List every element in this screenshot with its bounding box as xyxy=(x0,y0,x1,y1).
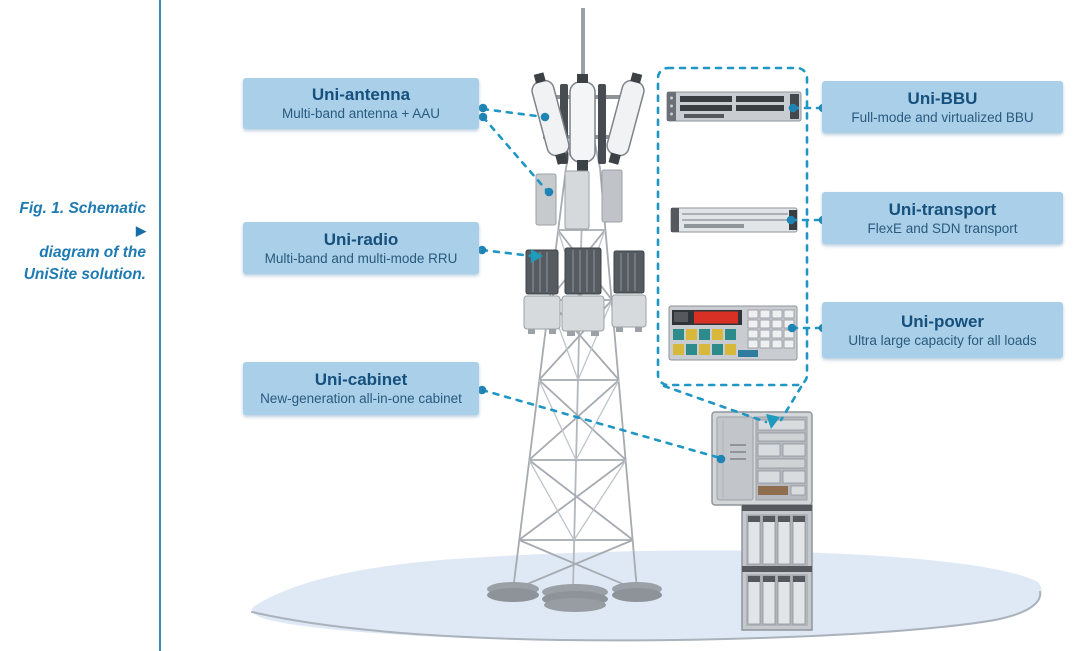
triangle-right-icon: ▶ xyxy=(136,223,146,238)
transport-unit xyxy=(670,207,798,233)
callout-subtitle: Multi-band and multi-mode RRU xyxy=(264,250,458,266)
callout-title: Uni-radio xyxy=(323,229,399,249)
figure-caption: Fig. 1. Schematic ▶ diagram of the UniSi… xyxy=(8,198,146,286)
tower-aau-panels xyxy=(535,169,623,230)
callout-title: Uni-transport xyxy=(888,199,997,219)
callout-uni-transport: Uni-transport FlexE and SDN transport xyxy=(822,192,1063,244)
callout-uni-antenna: Uni-antenna Multi-band antenna + AAU xyxy=(243,78,479,129)
callout-uni-radio: Uni-radio Multi-band and multi-mode RRU xyxy=(243,222,479,274)
antenna-cluster xyxy=(531,72,645,171)
callout-title: Uni-BBU xyxy=(907,88,978,108)
cabinet xyxy=(711,411,813,506)
callout-uni-cabinet: Uni-cabinet New-generation all-in-one ca… xyxy=(243,362,479,415)
callout-subtitle: Ultra large capacity for all loads xyxy=(848,332,1037,348)
battery-rack xyxy=(741,504,813,631)
rru-cluster xyxy=(523,247,647,336)
caption-line-1: Fig. 1. Schematic ▶ xyxy=(19,200,146,238)
caption-divider-line xyxy=(159,0,161,651)
callout-subtitle: Full-mode and virtualized BBU xyxy=(851,109,1034,125)
callout-subtitle: FlexE and SDN transport xyxy=(867,220,1018,236)
indoor-units-dashed-frame xyxy=(656,66,809,387)
bbu-unit xyxy=(666,91,802,122)
caption-line-2: diagram of the xyxy=(39,244,146,261)
caption-line-3: UniSite solution. xyxy=(23,266,146,283)
connector-lines xyxy=(480,106,824,460)
connector-arrows xyxy=(531,249,780,429)
callout-subtitle: Multi-band antenna + AAU xyxy=(282,106,440,121)
callout-uni-power: Uni-power Ultra large capacity for all l… xyxy=(822,302,1063,358)
callout-subtitle: New-generation all-in-one cabinet xyxy=(260,391,462,406)
callout-uni-bbu: Uni-BBU Full-mode and virtualized BBU xyxy=(822,81,1063,133)
callout-title: Uni-antenna xyxy=(311,85,411,104)
power-unit xyxy=(668,305,798,361)
callout-title: Uni-cabinet xyxy=(314,370,408,389)
tower-footings xyxy=(487,582,662,612)
connector-dots xyxy=(477,103,828,464)
callout-title: Uni-power xyxy=(900,311,985,331)
